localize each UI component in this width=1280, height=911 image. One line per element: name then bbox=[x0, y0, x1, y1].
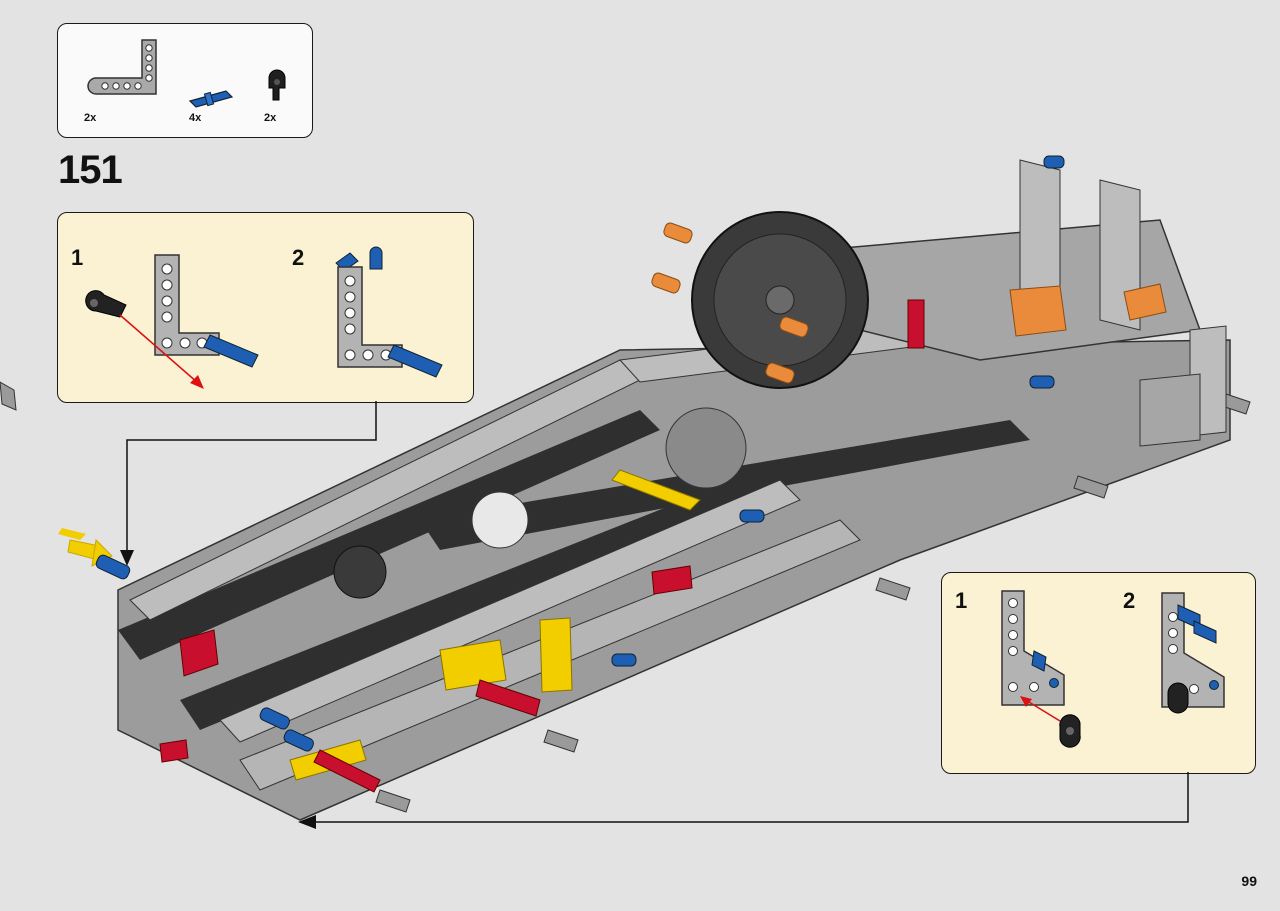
angle-connector-quantity: 2x bbox=[264, 112, 277, 124]
callout-left-step-2-label: 2 bbox=[292, 245, 305, 270]
callout-left-step-1-illustration bbox=[85, 254, 259, 389]
parts-list-box: 2x 4x 2x bbox=[57, 23, 313, 138]
l-beam-part-icon bbox=[87, 39, 157, 95]
callout-right-step-1-label: 1 bbox=[955, 588, 968, 613]
callout-left-step-1-label: 1 bbox=[71, 245, 84, 270]
callout-right: 1 2 bbox=[941, 572, 1256, 774]
callout-right-step-1-illustration bbox=[1001, 590, 1081, 748]
callout-right-step-2-illustration bbox=[1161, 592, 1225, 714]
callout-left-step-2-illustration bbox=[335, 246, 443, 378]
step-number: 151 bbox=[58, 148, 123, 192]
l-beam-quantity: 2x bbox=[84, 112, 97, 124]
yellow-direction-arrow bbox=[58, 528, 113, 567]
page-number: 99 bbox=[1241, 873, 1257, 889]
callout-right-step-2-label: 2 bbox=[1123, 588, 1136, 613]
angle-connector-part-icon bbox=[268, 69, 286, 101]
axle-pin-part-icon bbox=[188, 90, 234, 108]
callout-left: 1 2 bbox=[57, 212, 474, 403]
axle-pin-quantity: 4x bbox=[189, 112, 202, 124]
